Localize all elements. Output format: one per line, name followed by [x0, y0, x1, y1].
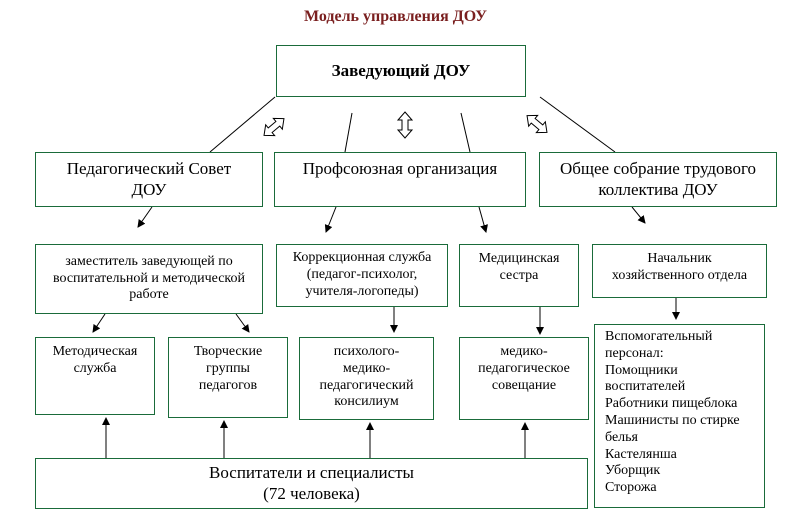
box-line: Работники пищеблока [605, 396, 738, 412]
box-line: сестра [499, 267, 539, 283]
connector-line [209, 96, 276, 153]
housekeeping-head-box: Начальник хозяйственного отдела [592, 244, 767, 298]
medical-meeting-box: медико- педагогическое совещание [459, 337, 589, 420]
box-line: медико- [342, 360, 391, 376]
box-line: педагогический [319, 377, 414, 393]
box-line: Начальник [647, 251, 712, 266]
box-line: Уборщик [605, 463, 661, 479]
box-line: Помощники [605, 362, 678, 378]
connector-arrow [324, 206, 337, 233]
box-line: учителя-логопеды) [305, 283, 419, 299]
box-line: (72 человека) [263, 483, 360, 503]
box-line: Кастелянша [605, 446, 677, 462]
box-line: Медицинская [478, 251, 560, 266]
support-staff-box: Вспомогательный персонал: Помощники восп… [594, 324, 765, 508]
box-line: заместитель заведующей по [65, 253, 233, 269]
creative-groups-box: Творческие группы педагогов [168, 337, 288, 418]
box-line: консилиум [334, 394, 399, 410]
double-arrow-icon [526, 114, 548, 134]
box-line: (педагог-психолог, [306, 267, 418, 283]
page-title: Модель управления ДОУ [303, 8, 488, 25]
connector-arrow [631, 206, 646, 224]
box-line: медико- [500, 344, 548, 359]
box-line: Профсоюзная организация [302, 159, 498, 178]
box-line: воспитательной и методической [52, 270, 245, 286]
box-line: Машинисты по стирке [605, 412, 740, 428]
box-line: хозяйственного отдела [611, 267, 748, 283]
general-meeting-box: Общее собрание трудового коллектива ДОУ [539, 152, 777, 207]
connector-arrow [235, 313, 250, 333]
psych-medical-council-box: психолого- медико- педагогический консил… [299, 337, 434, 420]
connector-line [460, 112, 471, 153]
box-line: педагогов [198, 377, 258, 393]
educators-box: Воспитатели и специалисты (72 человека) [35, 458, 588, 509]
double-arrow-icon [396, 111, 414, 139]
box-line: Воспитатели и специалисты [209, 463, 414, 483]
box-line: Творческие [193, 344, 263, 359]
deputy-head-box: заместитель заведующей по воспитательной… [35, 244, 263, 314]
box-line: Коррекционная служба [292, 250, 432, 266]
box-line: Педагогический Совет [66, 159, 232, 179]
box-line: Сторожа [605, 480, 657, 496]
double-arrow-icon [263, 117, 285, 137]
box-line: психолого- [333, 344, 400, 359]
box-line: коллектива ДОУ [598, 179, 718, 199]
box-line: Методическая [52, 344, 138, 359]
box-line: группы [206, 360, 250, 376]
box-line: персонал: [605, 345, 664, 361]
box-line: Заведующий ДОУ [331, 60, 471, 80]
connector-arrow [92, 313, 106, 333]
box-line: служба [73, 360, 117, 376]
box-line: совещание [491, 377, 557, 393]
box-line: педагогическое [478, 360, 570, 376]
connector-arrow [478, 206, 488, 233]
box-line: Общее собрание трудового [559, 159, 757, 179]
methodical-service-box: Методическая служба [35, 337, 155, 415]
pedagogical-council-box: Педагогический Совет ДОУ [35, 152, 263, 207]
box-line: ДОУ [131, 179, 167, 199]
connector-arrow [137, 206, 153, 228]
correctional-service-box: Коррекционная служба (педагог-психолог, … [276, 244, 448, 307]
nurse-box: Медицинская сестра [459, 244, 579, 307]
trade-union-box: Профсоюзная организация [274, 152, 526, 207]
box-line: Вспомогательный [605, 329, 713, 344]
box-line: белья [605, 429, 638, 445]
head-box: Заведующий ДОУ [276, 45, 526, 97]
box-line: воспитателей [605, 379, 686, 395]
connector-line [344, 112, 353, 153]
connector-line [539, 96, 616, 153]
box-line: работе [129, 287, 169, 303]
